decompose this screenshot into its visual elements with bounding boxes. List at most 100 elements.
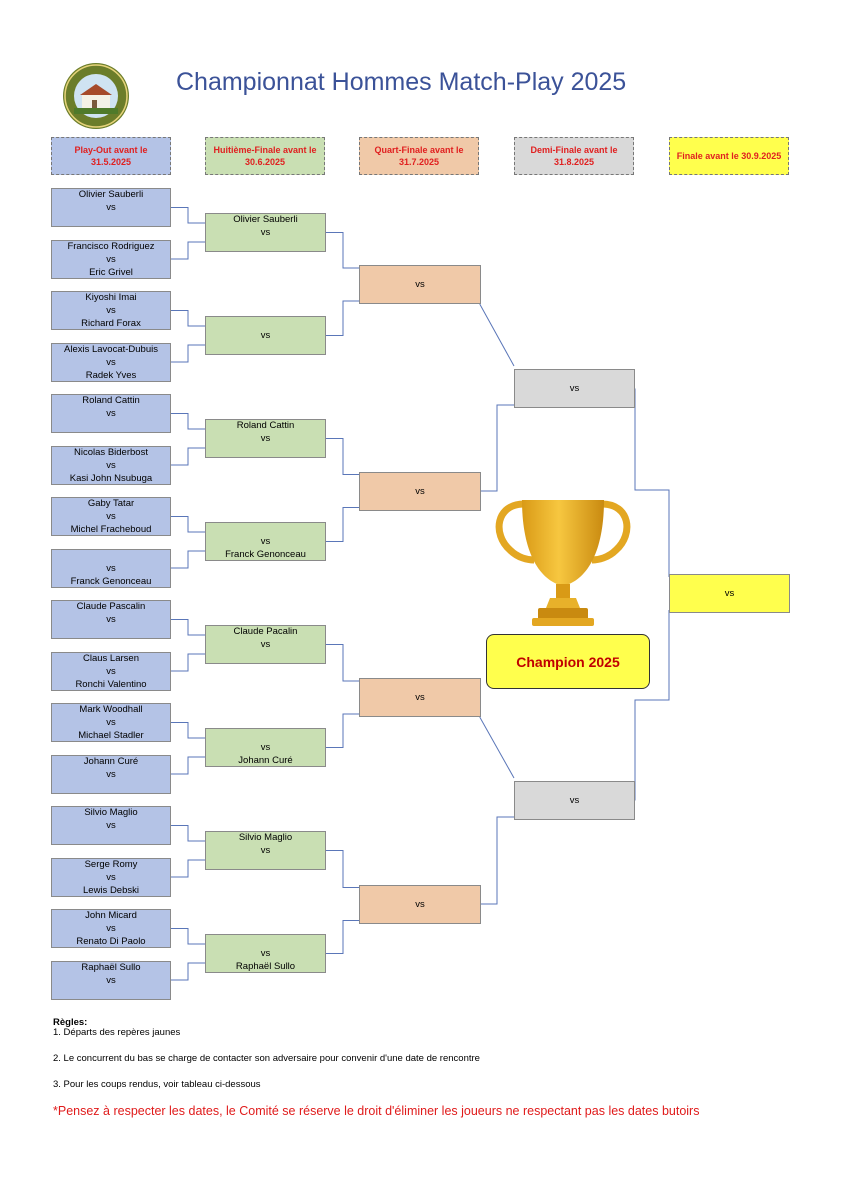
player-line: Francisco Rodriguez <box>67 240 155 252</box>
player-line: vs <box>106 974 116 986</box>
playout-match: Roland Cattin vs <box>51 394 171 433</box>
player-line <box>206 522 325 535</box>
player-line: Silvio Maglio <box>238 832 293 843</box>
header-huitieme: Huitième-Finale avant le 30.6.2025 <box>205 137 325 175</box>
player-line: Johann Curé <box>238 755 293 766</box>
player-line: vs <box>260 330 271 341</box>
player-line: Olivier Sauberli <box>78 189 144 200</box>
huitieme-match: vs <box>205 316 326 355</box>
connector-line <box>171 928 205 945</box>
deadline-warning: *Pensez à respecter les dates, le Comité… <box>53 1104 700 1118</box>
player-line: vs <box>106 717 116 728</box>
golf-club-logo <box>63 63 129 129</box>
header-demi: Demi-Finale avant le 31.8.2025 <box>514 137 634 175</box>
rules-section: Règles: <box>53 1016 87 1029</box>
player-line <box>206 857 325 870</box>
quart-match: vs <box>359 471 481 511</box>
player-line: vs <box>106 356 116 368</box>
connector-line <box>171 619 205 636</box>
champion-banner: Champion 2025 <box>486 634 650 689</box>
player-line: Michel Fracheboud <box>70 524 152 535</box>
connector-line <box>326 920 359 954</box>
quart-match: vs <box>359 884 481 924</box>
player-line: vs <box>106 408 116 419</box>
player-line: Claude Pacalin <box>233 626 298 637</box>
player-line <box>52 987 170 1000</box>
player-line: Roland Cattin <box>236 420 295 431</box>
connector-line <box>171 207 205 224</box>
rule-2: 2. Le concurrent du bas se charge de con… <box>53 1053 480 1064</box>
finale-match: vs <box>669 574 790 613</box>
quart-match: vs <box>359 678 481 717</box>
connector-line <box>171 859 205 878</box>
player-line: Nicolas Biderbost <box>74 446 148 458</box>
player-line <box>206 934 325 947</box>
player-line: Johann Curé <box>83 755 139 767</box>
player-line: vs <box>106 305 116 316</box>
connector-line <box>171 447 205 466</box>
player-line: Richard Forax <box>81 318 141 329</box>
connector-line <box>171 825 205 842</box>
player-line: vs <box>260 845 271 856</box>
player-line: vs <box>106 202 116 213</box>
playout-match: Silvio Maglio vs <box>51 806 171 845</box>
player-line <box>206 239 325 252</box>
player-line <box>206 651 325 664</box>
player-line <box>206 342 325 355</box>
connector-line <box>326 438 359 475</box>
player-line: Renato Di Paolo <box>76 936 146 947</box>
player-line: Serge Romy <box>84 858 138 870</box>
rules-title: Règles: <box>53 1017 88 1028</box>
player-line: Kasi John Nsubuga <box>69 472 153 484</box>
player-line: John Micard <box>85 910 137 921</box>
connector-line <box>634 388 670 577</box>
player-line: vs <box>569 383 580 394</box>
header-playout: Play-Out avant le 31.5.2025 <box>51 137 171 175</box>
connector-line <box>171 962 205 981</box>
connector-line <box>171 344 205 363</box>
player-line: Eric Grivel <box>89 266 133 278</box>
connector-line <box>326 713 359 748</box>
player-line: vs <box>106 768 116 780</box>
player-line: Alexis Lavocat-Dubuis <box>64 343 158 355</box>
connector-line <box>481 816 514 905</box>
player-line: vs <box>260 227 271 238</box>
player-line: Olivier Sauberli <box>233 214 298 225</box>
player-line: Raphaël Sullo <box>81 961 141 973</box>
player-line: vs <box>569 795 580 806</box>
player-line: Claus Larsen <box>83 652 139 664</box>
demi-match: vs <box>514 369 635 408</box>
player-line: vs <box>260 742 271 753</box>
player-line: Michael Stadler <box>78 730 144 741</box>
player-line <box>52 781 170 794</box>
player-line: vs <box>415 692 425 703</box>
player-line: Raphaël Sullo <box>235 961 296 972</box>
rule-3: 3. Pour les coups rendus, voir tableau c… <box>53 1079 261 1090</box>
player-line: vs <box>106 614 116 625</box>
connector-line <box>326 850 359 888</box>
player-line: vs <box>106 511 116 522</box>
player-line: vs <box>106 562 116 574</box>
player-line: Silvio Maglio <box>84 807 138 818</box>
connector-line <box>171 722 205 739</box>
connector-line <box>171 653 205 672</box>
player-line: vs <box>106 820 116 831</box>
player-line: vs <box>415 279 425 290</box>
player-line <box>52 832 170 845</box>
playout-match: Olivier Sauberli vs <box>51 188 171 227</box>
connector-line <box>326 507 359 542</box>
player-line: Roland Cattin <box>82 395 140 406</box>
player-line: vs <box>260 536 271 547</box>
connector-line <box>171 310 205 327</box>
